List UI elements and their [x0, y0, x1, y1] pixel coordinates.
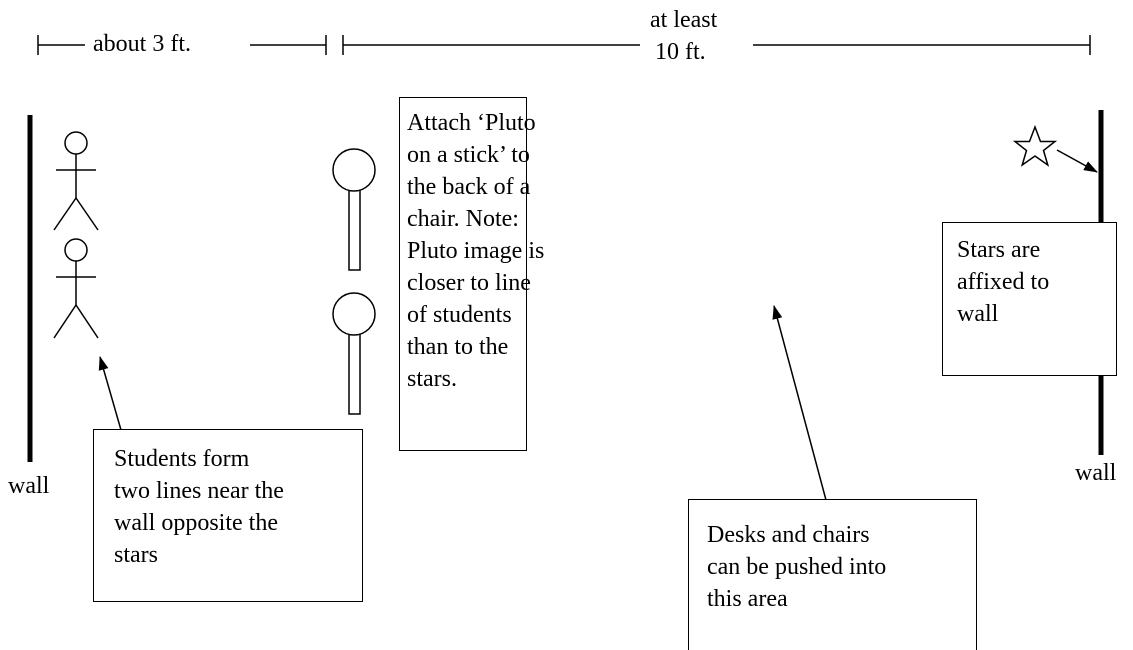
pluto-note-line: of students: [407, 302, 512, 328]
desks-note-line: can be pushed into: [707, 554, 887, 580]
desks-note-box: Desks and chairs can be pushed into this…: [688, 499, 977, 650]
dimension-line-10ft: [342, 35, 1091, 55]
pluto-note-line: Attach ‘Pluto: [407, 110, 536, 136]
pluto-on-stick-icon: [332, 148, 376, 271]
stars-note-line: wall: [957, 301, 999, 327]
students-note-line: two lines near the: [114, 478, 284, 504]
stars-note-line: affixed to: [957, 269, 1050, 295]
desks-note-line: this area: [707, 586, 788, 612]
stars-note-line: Stars are: [957, 237, 1041, 263]
students-note-line: stars: [114, 542, 158, 568]
dimension-label-10ft-line1: at least: [650, 4, 718, 36]
desks-note-line: Desks and chairs: [707, 522, 870, 548]
students-note-line: Students form: [114, 446, 250, 472]
pluto-note-line: closer to line: [407, 270, 531, 296]
pluto-note-line: on a stick’ to: [407, 142, 530, 168]
star-to-wall-arrow: [1056, 149, 1098, 173]
pluto-note-line: the back of a: [407, 174, 531, 200]
student-figure-icon: [53, 131, 99, 231]
dimension-line-3ft: [37, 35, 327, 55]
pluto-note-line: than to the: [407, 334, 509, 360]
dimension-label-10ft-line2: 10 ft.: [655, 36, 706, 68]
pluto-note-line: chair. Note:: [407, 206, 519, 232]
left-wall-label: wall: [8, 470, 50, 502]
stars-note-box: Stars are affixed to wall: [942, 222, 1117, 376]
pluto-note-line: Pluto image is: [407, 238, 545, 264]
desks-note-arrow: [772, 305, 827, 501]
dimension-label-3ft: about 3 ft.: [93, 28, 191, 60]
star-icon: [1012, 124, 1058, 167]
students-note-line: wall opposite the: [114, 510, 278, 536]
students-note-box: Students form two lines near the wall op…: [93, 429, 363, 602]
students-note-arrow: [98, 356, 122, 431]
right-wall-label: wall: [1075, 457, 1117, 489]
pluto-note-line: stars.: [407, 366, 457, 392]
student-figure-icon: [53, 238, 99, 339]
pluto-note-box: Attach ‘Pluto on a stick’ to the back of…: [399, 97, 544, 451]
pluto-on-stick-icon: [332, 292, 376, 415]
